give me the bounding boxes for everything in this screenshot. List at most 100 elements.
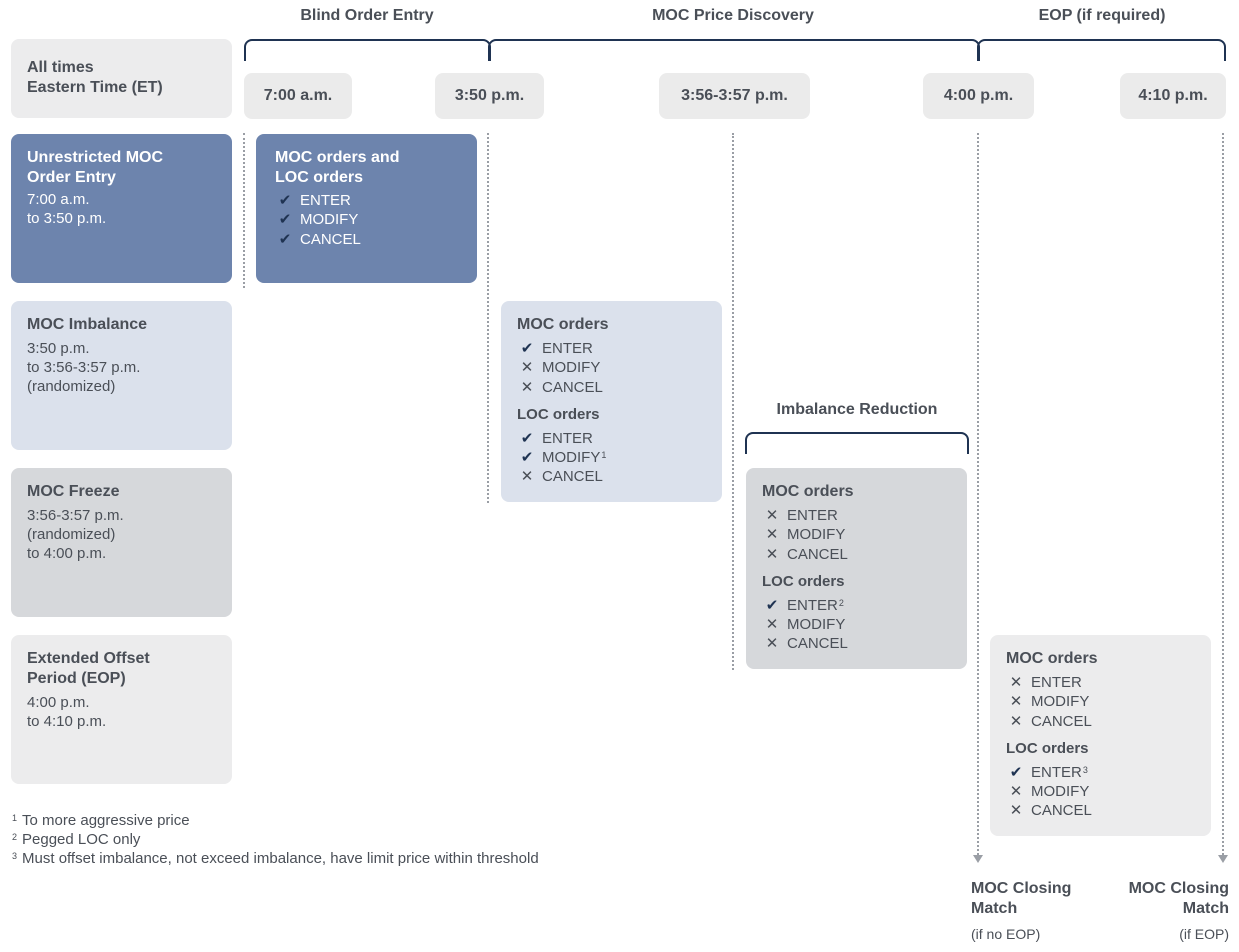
- footnote-mark: 1: [12, 813, 18, 823]
- timeline-700am: [243, 133, 245, 288]
- panel-eop: MOC orders ✕ENTER ✕MODIFY ✕CANCEL LOC or…: [990, 635, 1211, 836]
- bracket-moc-price-discovery: [488, 39, 980, 61]
- action-label: ENTER: [1031, 763, 1082, 781]
- bracket-imbalance-reduction: [745, 432, 969, 454]
- action-row: ✕MODIFY: [762, 615, 951, 634]
- cross-icon: ✕: [1009, 674, 1023, 691]
- time-pill-410pm: 4:10 p.m.: [1120, 73, 1226, 119]
- endpoint-title: MOC Closing: [971, 880, 1072, 897]
- bracket-blind-order-entry: [244, 39, 491, 61]
- timeline-350pm: [487, 133, 489, 503]
- action-label: MODIFY: [300, 211, 359, 229]
- action-row: ✕ ENTER: [1006, 673, 1195, 692]
- action-label: CANCEL: [300, 230, 361, 248]
- cross-icon: ✕: [520, 378, 534, 396]
- panel-title: MOC orders and: [275, 149, 400, 166]
- action-row: ✔ENTER: [275, 191, 458, 210]
- check-icon: ✔: [278, 230, 292, 248]
- check-icon: ✔: [1009, 763, 1023, 781]
- period-title: Period (EOP): [27, 670, 126, 687]
- check-icon: ✔: [278, 192, 292, 209]
- action-label: MODIFY: [787, 616, 846, 634]
- time-pill-700am: 7:00 a.m.: [244, 73, 352, 119]
- endpoint-sub: (if no EOP): [971, 926, 1041, 942]
- timeline-410pm: [1222, 133, 1224, 855]
- cross-icon: ✕: [1009, 802, 1023, 820]
- footnote-text: To more aggressive price: [22, 812, 190, 829]
- period-title: Unrestricted MOC: [27, 149, 164, 166]
- phase-label-eop: EOP (if required): [1038, 7, 1166, 24]
- period-time: (randomized): [27, 526, 116, 543]
- panel-blind-entry: MOC orders and LOC orders ✔ENTER ✔ MODIFY…: [256, 134, 477, 283]
- period-time: to 3:50 p.m.: [27, 210, 107, 227]
- cross-icon: ✕: [520, 359, 534, 377]
- check-icon: ✔: [520, 449, 534, 467]
- action-label: ENTER: [1031, 674, 1082, 691]
- panel-title: LOC orders: [275, 169, 364, 186]
- action-label: CANCEL: [542, 468, 603, 486]
- timezone-line1: All times: [27, 59, 94, 76]
- action-row: ✕ CANCEL: [1006, 712, 1195, 731]
- footnote-ref: 1: [601, 450, 607, 461]
- action-label: MODIFY: [542, 449, 601, 467]
- cross-icon: ✕: [1009, 712, 1023, 730]
- cross-icon: ✕: [520, 468, 534, 486]
- action-row: ✕ CANCEL: [762, 545, 951, 564]
- action-label: CANCEL: [542, 378, 603, 396]
- action-row: ✕ ENTER: [762, 506, 951, 525]
- phase-label-imbalance-reduction: Imbalance Reduction: [776, 401, 938, 418]
- check-icon: ✔: [278, 211, 292, 229]
- action-label: ENTER: [787, 507, 838, 524]
- footnote-text: Pegged LOC only: [22, 831, 141, 848]
- period-time: (randomized): [27, 378, 116, 395]
- action-label: CANCEL: [787, 545, 848, 563]
- footnote: 1 To more aggressive price: [11, 811, 539, 830]
- period-title: MOC Imbalance: [27, 316, 148, 333]
- timezone-box: All times Eastern Time (ET): [11, 39, 232, 118]
- action-label: MODIFY: [542, 359, 601, 377]
- check-icon: ✔: [765, 596, 779, 614]
- period-title: Extended Offset: [27, 650, 150, 667]
- endpoint-sub: (if EOP): [1179, 926, 1229, 942]
- cross-icon: ✕: [765, 526, 779, 544]
- panel-moc-title: MOC orders: [762, 483, 854, 500]
- action-row: ✕CANCEL: [762, 634, 951, 653]
- cross-icon: ✕: [765, 507, 779, 524]
- panel-price-discovery: MOC orders ✔ENTER ✕MODIFY ✕CANCEL LOC or…: [501, 301, 722, 502]
- action-row: ✕ MODIFY: [517, 358, 706, 377]
- endpoint-moc-closing-eop: MOC Closing Match (if EOP): [1099, 879, 1229, 943]
- endpoint-title: Match: [971, 900, 1018, 917]
- cross-icon: ✕: [765, 545, 779, 563]
- timeline-356pm: [732, 133, 734, 670]
- panel-moc-title: MOC orders: [517, 316, 609, 333]
- period-extended-offset: Extended Offset Period (EOP) 4:00 p.m. t…: [11, 635, 232, 784]
- action-label: CANCEL: [1031, 712, 1092, 730]
- period-time: 4:00 p.m.: [27, 694, 90, 711]
- action-row: ✕MODIFY: [762, 525, 951, 544]
- period-time: 7:00 a.m.: [27, 191, 90, 208]
- period-title: Order Entry: [27, 169, 116, 186]
- panel-imbalance-reduction: MOC orders ✕ENTER ✕MODIFY ✕CANCEL LOC or…: [746, 468, 967, 669]
- bracket-eop: [977, 39, 1226, 61]
- endpoint-title: MOC Closing: [1128, 880, 1229, 897]
- action-row: ✕MODIFY: [1006, 692, 1195, 711]
- phase-label-moc-price-discovery: MOC Price Discovery: [652, 7, 814, 24]
- period-moc-imbalance: MOC Imbalance 3:50 p.m. to 3:56-3:57 p.m…: [11, 301, 232, 450]
- period-time: 3:50 p.m.: [27, 340, 90, 357]
- action-label: MODIFY: [1031, 783, 1090, 801]
- action-label: CANCEL: [1031, 802, 1092, 820]
- period-time: to 4:00 p.m.: [27, 545, 107, 562]
- timezone-line2: Eastern Time (ET): [27, 79, 163, 96]
- action-label: ENTER: [787, 596, 838, 614]
- footnote-text: Must offset imbalance, not exceed imbala…: [22, 850, 539, 867]
- period-time: 3:56-3:57 p.m.: [27, 507, 124, 524]
- period-moc-freeze: MOC Freeze 3:56-3:57 p.m. (randomized) t…: [11, 468, 232, 617]
- action-label: ENTER: [542, 340, 593, 357]
- panel-loc-title: LOC orders: [1006, 739, 1089, 757]
